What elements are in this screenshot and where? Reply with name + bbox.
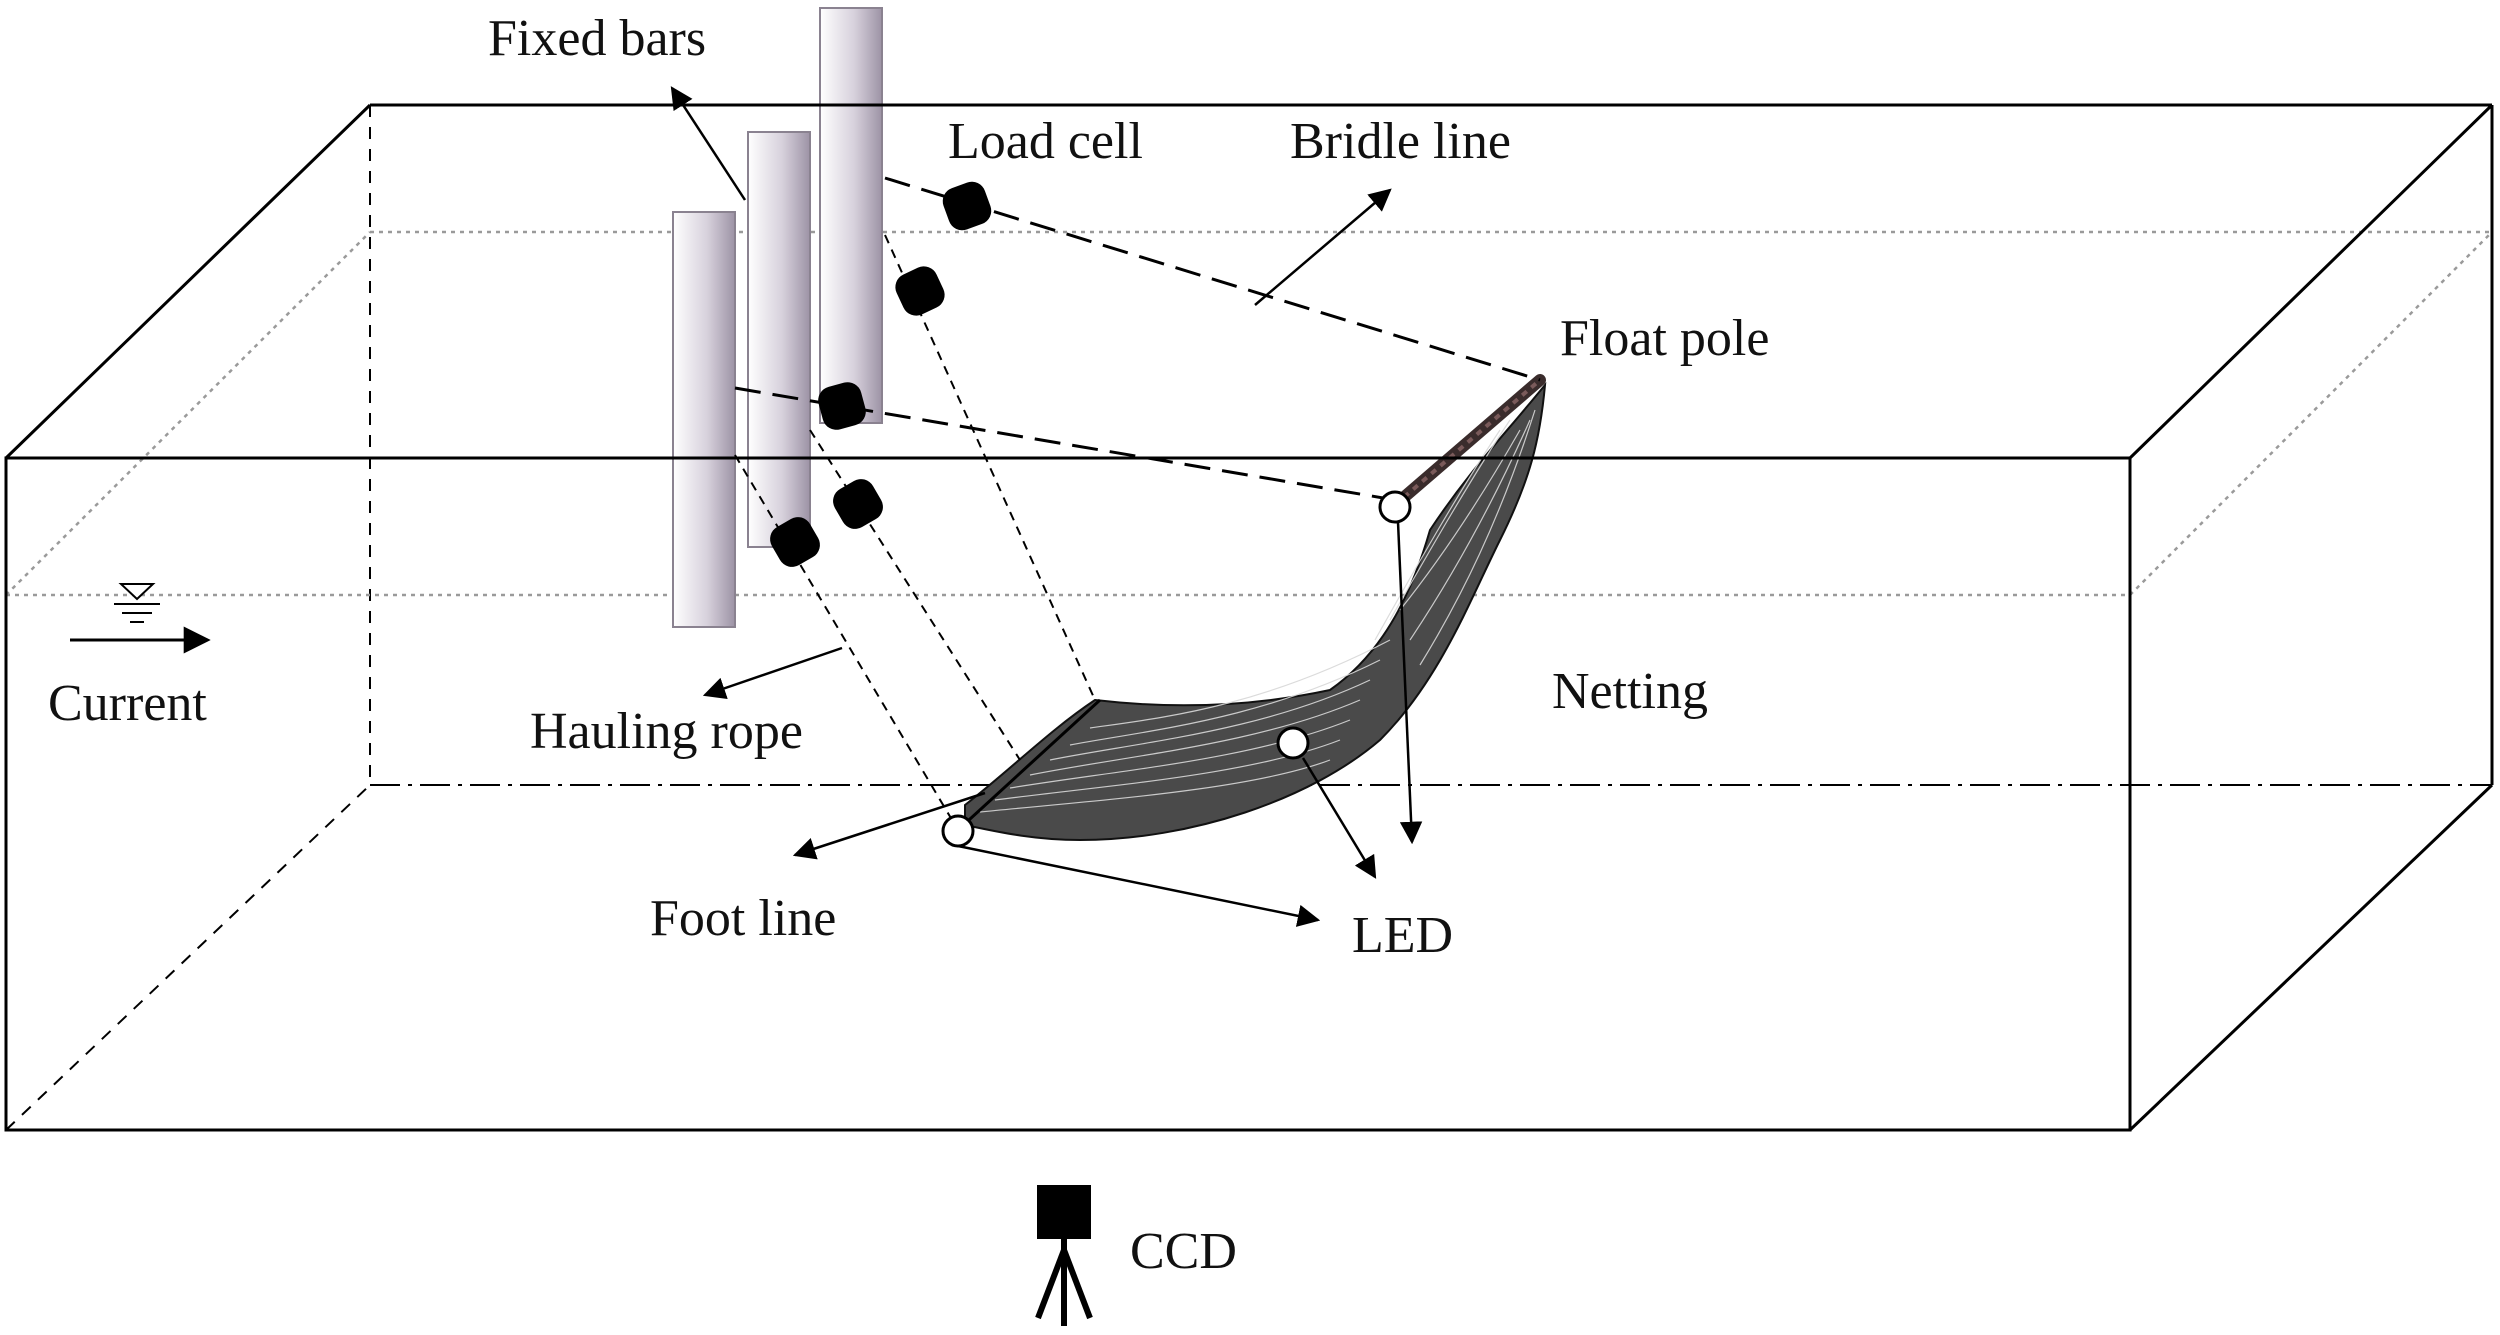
label-current: Current: [48, 675, 207, 732]
netting-surface: [964, 381, 1547, 842]
bridle-line-upper: [884, 176, 1541, 382]
fixed-bar-back: [819, 7, 883, 424]
load-cell-2: [895, 266, 945, 316]
led-marker-foot: [941, 814, 975, 848]
bridle-line-leader: [1254, 188, 1392, 306]
label-load-cell: Load cell: [948, 113, 1143, 170]
label-led: LED: [1352, 907, 1453, 964]
led-markers: [941, 490, 1412, 848]
label-ccd: CCD: [1130, 1223, 1237, 1280]
label-float-pole: Float pole: [1560, 310, 1769, 367]
hauling-rope-3: [734, 454, 959, 831]
load-cell-4: [833, 479, 883, 529]
bridle-line-lower: [734, 386, 1396, 502]
led-leader-foot: [957, 844, 1321, 927]
netting: [956, 381, 1547, 842]
led-marker-middle: [1276, 726, 1310, 760]
foot-line-leader: [792, 791, 986, 860]
label-fixed-bars: Fixed bars: [488, 10, 706, 67]
load-cells: [770, 181, 992, 567]
float-pole: [1389, 374, 1546, 511]
label-hauling-rope: Hauling rope: [530, 703, 803, 760]
label-netting: Netting: [1552, 663, 1708, 720]
hauling-rope-leader: [702, 646, 843, 700]
tank-outline: [4, 103, 2494, 1132]
hauling-rope-2: [809, 429, 1021, 761]
fixed-bar-front: [672, 211, 736, 628]
tank-hidden-edges: [5, 105, 371, 1131]
load-cell-1: [942, 181, 992, 231]
leader-arrows: [670, 86, 1423, 927]
led-leader-float: [1396, 521, 1423, 845]
bridle-lines: [734, 176, 1541, 502]
fixed-bar-middle: [747, 131, 811, 548]
led-leader-middle: [1301, 757, 1377, 879]
led-marker-float: [1378, 490, 1412, 524]
fixed-bars-leader: [670, 86, 747, 201]
load-cell-3: [818, 382, 866, 430]
water-surface-lines: [5, 230, 2493, 597]
ccd-camera-icon: [1035, 1185, 1093, 1326]
foot-line-rope: [956, 698, 1102, 832]
label-bridle-line: Bridle line: [1290, 113, 1511, 170]
load-cell-5: [770, 517, 820, 567]
water-level-icon: [114, 583, 160, 623]
label-foot-line: Foot line: [650, 890, 836, 947]
